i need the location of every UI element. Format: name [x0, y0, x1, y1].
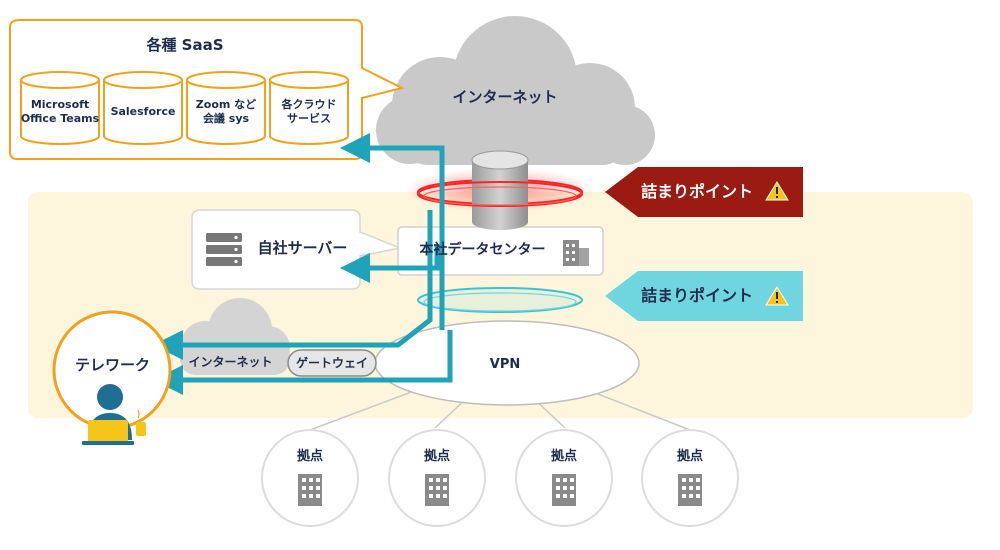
route-to-saas [340, 133, 445, 330]
building-icon [298, 474, 322, 506]
saas-cylinder[interactable] [20, 71, 100, 145]
branch-node[interactable] [515, 429, 613, 527]
saas-service-line2: Office Teams [20, 112, 100, 125]
office-building-icon [563, 240, 589, 266]
traffic-routes [153, 133, 453, 395]
route-to-telework-top [153, 210, 433, 360]
teal-bottleneck-label: 詰まりポイント [640, 286, 753, 305]
branch-circles [261, 429, 739, 527]
telework-label: テレワーク [74, 355, 150, 374]
saas-service-label[interactable]: 各クラウド サービス [270, 92, 348, 132]
branch-label: 拠点 [676, 448, 703, 464]
branch-label: 拠点 [550, 448, 577, 464]
telework-internet-label: インターネット [188, 354, 273, 369]
branch-node[interactable] [261, 429, 359, 527]
cylinder-icon [471, 150, 529, 230]
gateway-label: ゲートウェイ [295, 355, 368, 370]
coffee-cup-icon [136, 409, 146, 436]
datacenter-label: 本社データセンター [419, 242, 546, 259]
teal-bottleneck-banner [605, 271, 803, 321]
red-bottleneck-banner [605, 167, 803, 217]
saas-cylinder[interactable] [103, 71, 183, 145]
own-server-label: 自社サーバー [257, 238, 348, 257]
red-bottleneck-ring [417, 181, 583, 207]
route-to-telework-bottom [153, 330, 453, 395]
building-icon [425, 474, 449, 506]
saas-service-line1: Salesforce [110, 105, 176, 119]
saas-title: 各種 SaaS [146, 35, 224, 54]
branch-label: 拠点 [423, 448, 450, 464]
saas-service-label[interactable]: Salesforce [104, 92, 182, 132]
saas-service-line1: Zoom など [195, 98, 257, 112]
person-laptop-icon [82, 384, 134, 445]
saas-service-label[interactable]: Microsoft Office Teams [21, 92, 99, 132]
building-icon [552, 474, 576, 506]
branch-label: 拠点 [296, 448, 323, 464]
vpn-label: VPN [489, 356, 521, 372]
teal-bottleneck-ring-inner [423, 292, 577, 312]
saas-service-line2: 会議 sys [202, 112, 250, 125]
internet-cloud [376, 16, 655, 165]
gateway-pill [287, 349, 377, 377]
saas-cylinder[interactable] [186, 71, 266, 145]
saas-service-label[interactable]: Zoom など 会議 sys [187, 92, 265, 132]
saas-service-line1: 各クラウド [281, 98, 337, 112]
red-bottleneck-ring-inner [423, 186, 577, 206]
internet-cloud-label: インターネット [452, 87, 558, 106]
route-to-own-server [340, 245, 440, 283]
branch-node[interactable] [388, 429, 486, 527]
warning-icon [765, 286, 789, 306]
saas-service-line1: Microsoft [30, 98, 90, 112]
saas-service-line2: サービス [287, 112, 331, 125]
saas-cylinders [20, 71, 349, 145]
warning-icon [765, 181, 789, 201]
saas-cylinder[interactable] [269, 71, 349, 145]
branch-node[interactable] [641, 429, 739, 527]
red-bottleneck-label: 詰まりポイント [640, 182, 753, 201]
building-icon [678, 474, 702, 506]
server-rack-icon [206, 233, 242, 266]
